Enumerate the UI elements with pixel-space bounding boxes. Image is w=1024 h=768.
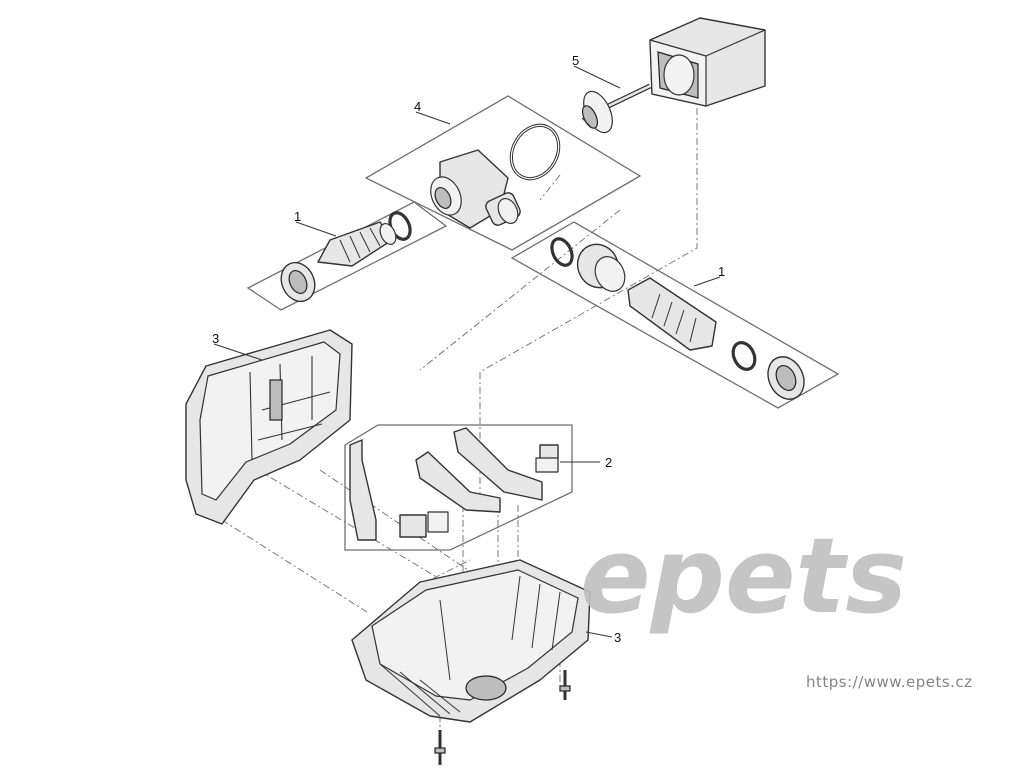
pump-housing [430,149,521,229]
epets-watermark: epets https://www.epets.cz [580,515,973,691]
screw-right [559,670,571,700]
rotor-impeller [581,83,652,134]
callout-5: 5 [572,53,579,68]
callout-4: 4 [414,99,421,114]
filter-housing-upper [185,329,353,525]
callout-3-upper: 3 [212,331,219,346]
panel-filter-inserts [344,424,573,551]
filter-insert-parts [349,427,559,541]
watermark-url: https://www.epets.cz [806,673,973,691]
panel-pump-housing [364,95,642,251]
callout-1-left: 1 [294,209,301,224]
pump-motor-block [649,17,766,107]
filter-housing-lower [351,559,591,723]
callout-3-lower: 3 [614,630,621,645]
watermark-brand: epets [580,515,907,637]
o-ring-large [509,123,561,181]
hose-connector-left [280,211,412,303]
screw-left [434,730,446,765]
callout-leaders [213,65,721,638]
hose-connector-right [550,237,805,400]
callout-2: 2 [605,455,612,470]
panel-hose-connector-right [510,221,840,409]
callout-1-right: 1 [718,264,725,279]
